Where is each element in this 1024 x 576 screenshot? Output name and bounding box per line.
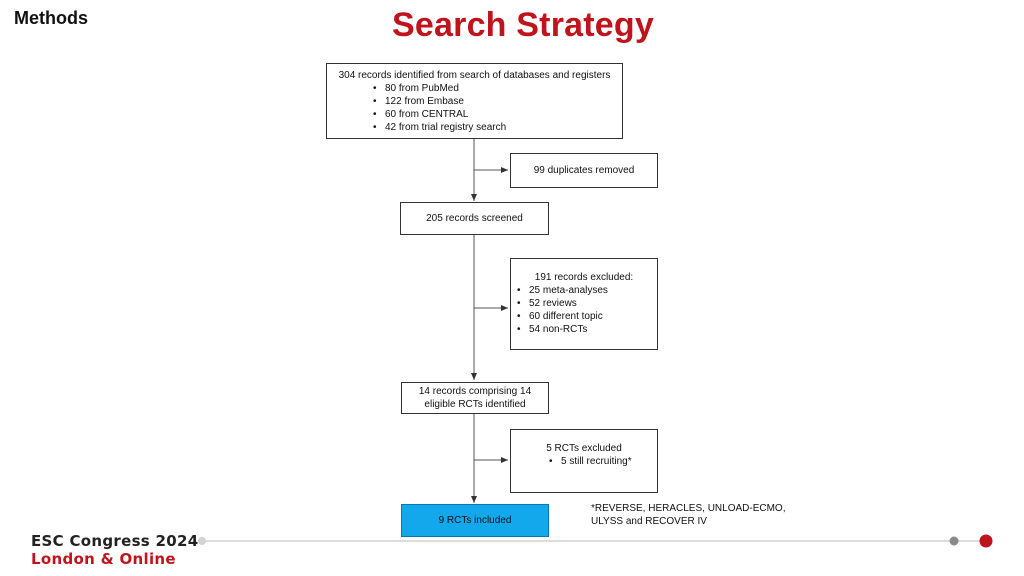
records-excluded-heading: 191 records excluded: [534,272,634,283]
box-records-identified: 304 records identified from search of da… [326,63,623,139]
list-item: 25 meta-analyses [517,284,651,297]
box-rcts-excluded: 5 RCTs excluded 5 still recruiting* [510,429,658,493]
eligible-line-2: eligible RCTs identified [424,399,526,410]
brand-location: London & Online [31,550,176,568]
duplicates-text: 99 duplicates removed [533,165,635,176]
eligible-line-1: 14 records comprising 14 [418,386,532,397]
list-item: 54 non-RCTs [517,323,651,336]
list-item: 122 from Embase [373,95,616,108]
brand-congress: ESC Congress 2024 [31,532,199,550]
slide-title: Search Strategy [392,6,654,44]
list-item: 5 still recruiting* [549,455,651,468]
list-item: 60 from CENTRAL [373,108,616,121]
box-eligible-rcts: 14 records comprising 14 eligible RCTs i… [401,382,549,414]
screened-text: 205 records screened [426,213,523,224]
list-item: 60 different topic [517,310,651,323]
box-records-screened: 205 records screened [400,202,549,235]
box-rcts-included: 9 RCTs included [401,504,549,537]
footnote-line-2: ULYSS and RECOVER IV [591,516,707,527]
footnote: *REVERSE, HERACLES, UNLOAD-ECMO, ULYSS a… [591,502,786,528]
records-identified-heading: 304 records identified from search of da… [338,70,611,81]
footnote-line-1: *REVERSE, HERACLES, UNLOAD-ECMO, [591,503,786,514]
included-text: 9 RCTs included [438,515,512,526]
rcts-excluded-heading: 5 RCTs excluded [546,443,622,454]
list-item: 42 from trial registry search [373,121,616,134]
footer-dot-grey [949,536,959,546]
list-item: 52 reviews [517,297,651,310]
list-item: 80 from PubMed [373,82,616,95]
footer-dot-start [198,537,206,545]
box-duplicates-removed: 99 duplicates removed [510,153,658,188]
footer-dot-red [979,534,993,548]
box-records-excluded: 191 records excluded: 25 meta-analyses 5… [510,258,658,350]
section-label: Methods [14,8,88,28]
